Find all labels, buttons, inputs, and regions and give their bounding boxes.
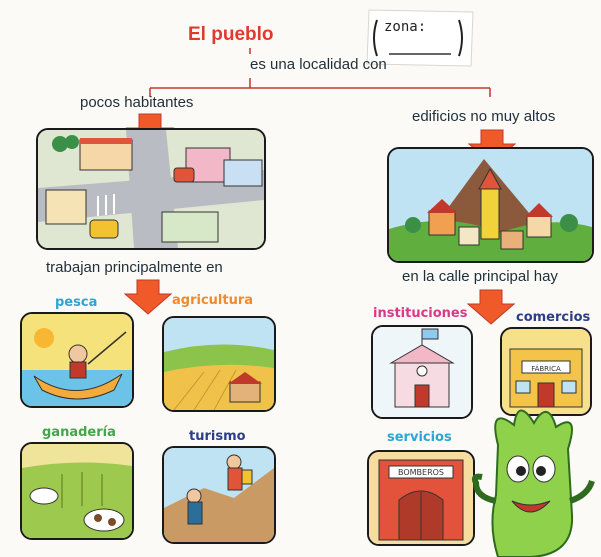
branch-left-label: pocos habitantes bbox=[80, 94, 194, 111]
zona-box bbox=[366, 9, 474, 67]
instituciones-illustration bbox=[371, 325, 473, 419]
turismo-illustration bbox=[162, 446, 276, 544]
mascot-character bbox=[471, 409, 595, 557]
zona-label: zona: bbox=[384, 19, 427, 35]
town-illustration bbox=[36, 128, 266, 250]
activity-turismo-label: turismo bbox=[189, 429, 246, 444]
street-instituciones-label: instituciones bbox=[373, 306, 468, 321]
bomberos-sign: BOMBEROS bbox=[398, 468, 444, 477]
subtitle: es una localidad con bbox=[250, 56, 387, 73]
branch-right-label: edificios no muy altos bbox=[412, 108, 556, 125]
pesca-illustration bbox=[20, 312, 134, 408]
street-servicios-label: servicios bbox=[387, 430, 452, 445]
activity-agricultura-label: agricultura bbox=[172, 293, 254, 308]
street-comercios-label: comercios bbox=[516, 310, 591, 325]
comercios-illustration: FÁBRICA bbox=[500, 327, 592, 416]
section-right-label: en la calle principal hay bbox=[402, 268, 558, 285]
ganaderia-illustration bbox=[20, 442, 134, 540]
agricultura-illustration bbox=[162, 316, 276, 412]
diagram-title: El pueblo bbox=[188, 24, 274, 45]
village-illustration bbox=[387, 147, 594, 263]
activity-pesca-label: pesca bbox=[55, 295, 98, 310]
section-left-label: trabajan principalmente en bbox=[46, 259, 223, 276]
fabrica-sign: FÁBRICA bbox=[531, 364, 561, 373]
arrow-right-bottom bbox=[466, 289, 516, 325]
servicios-illustration: BOMBEROS bbox=[367, 450, 475, 546]
arrow-left-bottom bbox=[123, 279, 173, 315]
activity-ganaderia-label: ganadería bbox=[42, 425, 116, 440]
